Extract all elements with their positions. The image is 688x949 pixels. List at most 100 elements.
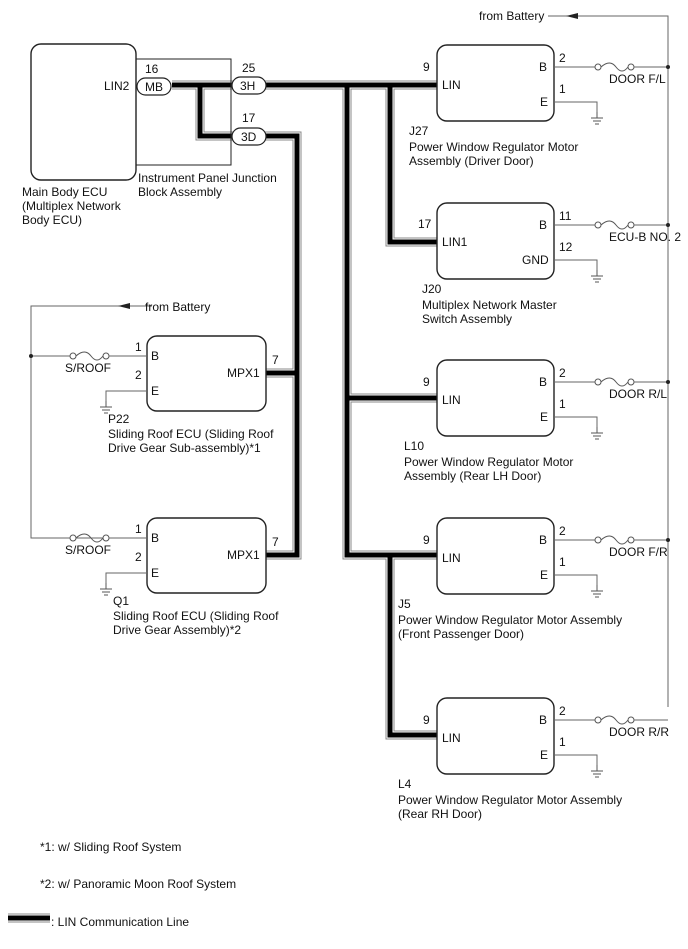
- ground-terminal-label: E: [540, 748, 548, 762]
- arrow-right-icon: [566, 13, 578, 19]
- ground-pin-number: 1: [559, 82, 566, 96]
- ground-terminal-label: E: [151, 384, 159, 398]
- connector-mb: MB: [136, 77, 172, 96]
- ground-icon: [590, 584, 604, 598]
- component-box: [436, 202, 555, 280]
- fuse-icon: [594, 535, 635, 545]
- lin-pin-number: 7: [272, 535, 279, 549]
- component-code: J20: [422, 282, 442, 296]
- b-terminal-label: B: [539, 375, 547, 389]
- ground-wire: [554, 574, 598, 585]
- fuse-label: DOOR R/L: [609, 387, 667, 401]
- fuse-label: ECU-B NO. 2: [609, 230, 681, 244]
- junction-dot: [666, 223, 670, 227]
- component-box: [436, 44, 555, 122]
- component-code: P22: [108, 412, 130, 426]
- component-box: [436, 697, 555, 775]
- junction-block-outline: [136, 58, 232, 166]
- lin-pin-number: 9: [423, 533, 430, 547]
- component-code: L10: [404, 439, 424, 453]
- fuse-icon: [594, 377, 635, 387]
- component-label-line2: Switch Assembly: [422, 312, 512, 326]
- component-code: Q1: [113, 594, 129, 608]
- ground-terminal-label: GND: [522, 253, 549, 267]
- junction-dot: [666, 380, 670, 384]
- lin-terminal-label: LIN: [442, 731, 461, 745]
- ground-pin-number: 1: [559, 555, 566, 569]
- fuse-icon: [594, 220, 635, 230]
- legend-lin-line-label: : LIN Communication Line: [51, 915, 189, 929]
- component-label-line2: Assembly (Rear LH Door): [404, 469, 541, 483]
- ground-wire: [554, 754, 598, 765]
- component-label-line1: Power Window Regulator Motor Assembly: [398, 613, 622, 627]
- component-label-line1: Sliding Roof ECU (Sliding Roof: [113, 609, 279, 623]
- battery-rail-left: [30, 303, 152, 539]
- main-ecu-terminal-lin2: LIN2: [104, 79, 130, 93]
- component-label-line2: (Front Passenger Door): [398, 627, 524, 641]
- ground-wire: [554, 416, 598, 427]
- battery-rail-right: [548, 13, 669, 707]
- b-terminal-label: B: [539, 533, 547, 547]
- ground-terminal-label: E: [540, 95, 548, 109]
- battery-label-left: from Battery: [145, 300, 210, 314]
- note-2: *2: w/ Panoramic Moon Roof System: [40, 877, 236, 891]
- svg-text:MB: MB: [145, 80, 163, 94]
- lin-terminal-label: LIN: [442, 78, 461, 92]
- component-box: [436, 517, 555, 595]
- ground-icon: [590, 111, 604, 125]
- ground-wire: [554, 101, 598, 112]
- lin-pin-number: 7: [272, 353, 279, 367]
- lin-terminal-label: LIN1: [442, 235, 468, 249]
- component-label-line2: Drive Gear Assembly)*2: [113, 623, 241, 637]
- b-pin-number: 2: [559, 366, 566, 380]
- junction-block-label-line1: Instrument Panel Junction: [138, 171, 277, 185]
- component-label-line2: (Rear RH Door): [398, 807, 482, 821]
- component-label-line1: Multiplex Network Master: [422, 298, 557, 312]
- component-code: L4: [398, 777, 412, 791]
- svg-text:3H: 3H: [240, 79, 255, 93]
- ground-pin-number: 2: [135, 368, 142, 382]
- fuse-label: S/ROOF: [65, 361, 111, 375]
- connector-3h: 3H: [231, 76, 267, 95]
- ground-pin-number: 12: [559, 240, 573, 254]
- ground-pin-number: 2: [135, 550, 142, 564]
- component-label-line2: Assembly (Driver Door): [409, 154, 534, 168]
- lin-terminal-label: LIN: [442, 551, 461, 565]
- main-ecu-label-line1: Main Body ECU: [22, 185, 107, 199]
- component-code: J27: [409, 124, 429, 138]
- ground-terminal-label: E: [540, 410, 548, 424]
- junction-dot: [666, 538, 670, 542]
- pin-mb: 16: [145, 62, 159, 76]
- junction-dot: [666, 65, 670, 69]
- component-box: [146, 517, 267, 594]
- b-pin-number: 11: [559, 209, 572, 223]
- fuse-icon: [594, 62, 635, 72]
- fuse-icon: [69, 351, 110, 361]
- b-pin-number: 2: [559, 51, 566, 65]
- fuse-label: DOOR F/R: [609, 545, 668, 559]
- fuse-icon: [594, 715, 635, 725]
- fuse-label: S/ROOF: [65, 543, 111, 557]
- connector-3d: 3D: [231, 127, 267, 146]
- b-pin-number: 1: [135, 522, 142, 536]
- ground-icon: [590, 426, 604, 440]
- main-ecu-label-line3: Body ECU): [22, 213, 82, 227]
- svg-text:3D: 3D: [241, 130, 257, 144]
- lin-terminal-label: MPX1: [227, 366, 260, 380]
- pin-3d: 17: [242, 111, 256, 125]
- ground-pin-number: 1: [559, 735, 566, 749]
- ground-pin-number: 1: [559, 397, 566, 411]
- b-pin-number: 2: [559, 524, 566, 538]
- b-terminal-label: B: [539, 713, 547, 727]
- ground-icon: [99, 582, 113, 596]
- ground-wire: [554, 259, 598, 270]
- lin-pin-number: 17: [418, 217, 432, 231]
- ground-icon: [590, 269, 604, 283]
